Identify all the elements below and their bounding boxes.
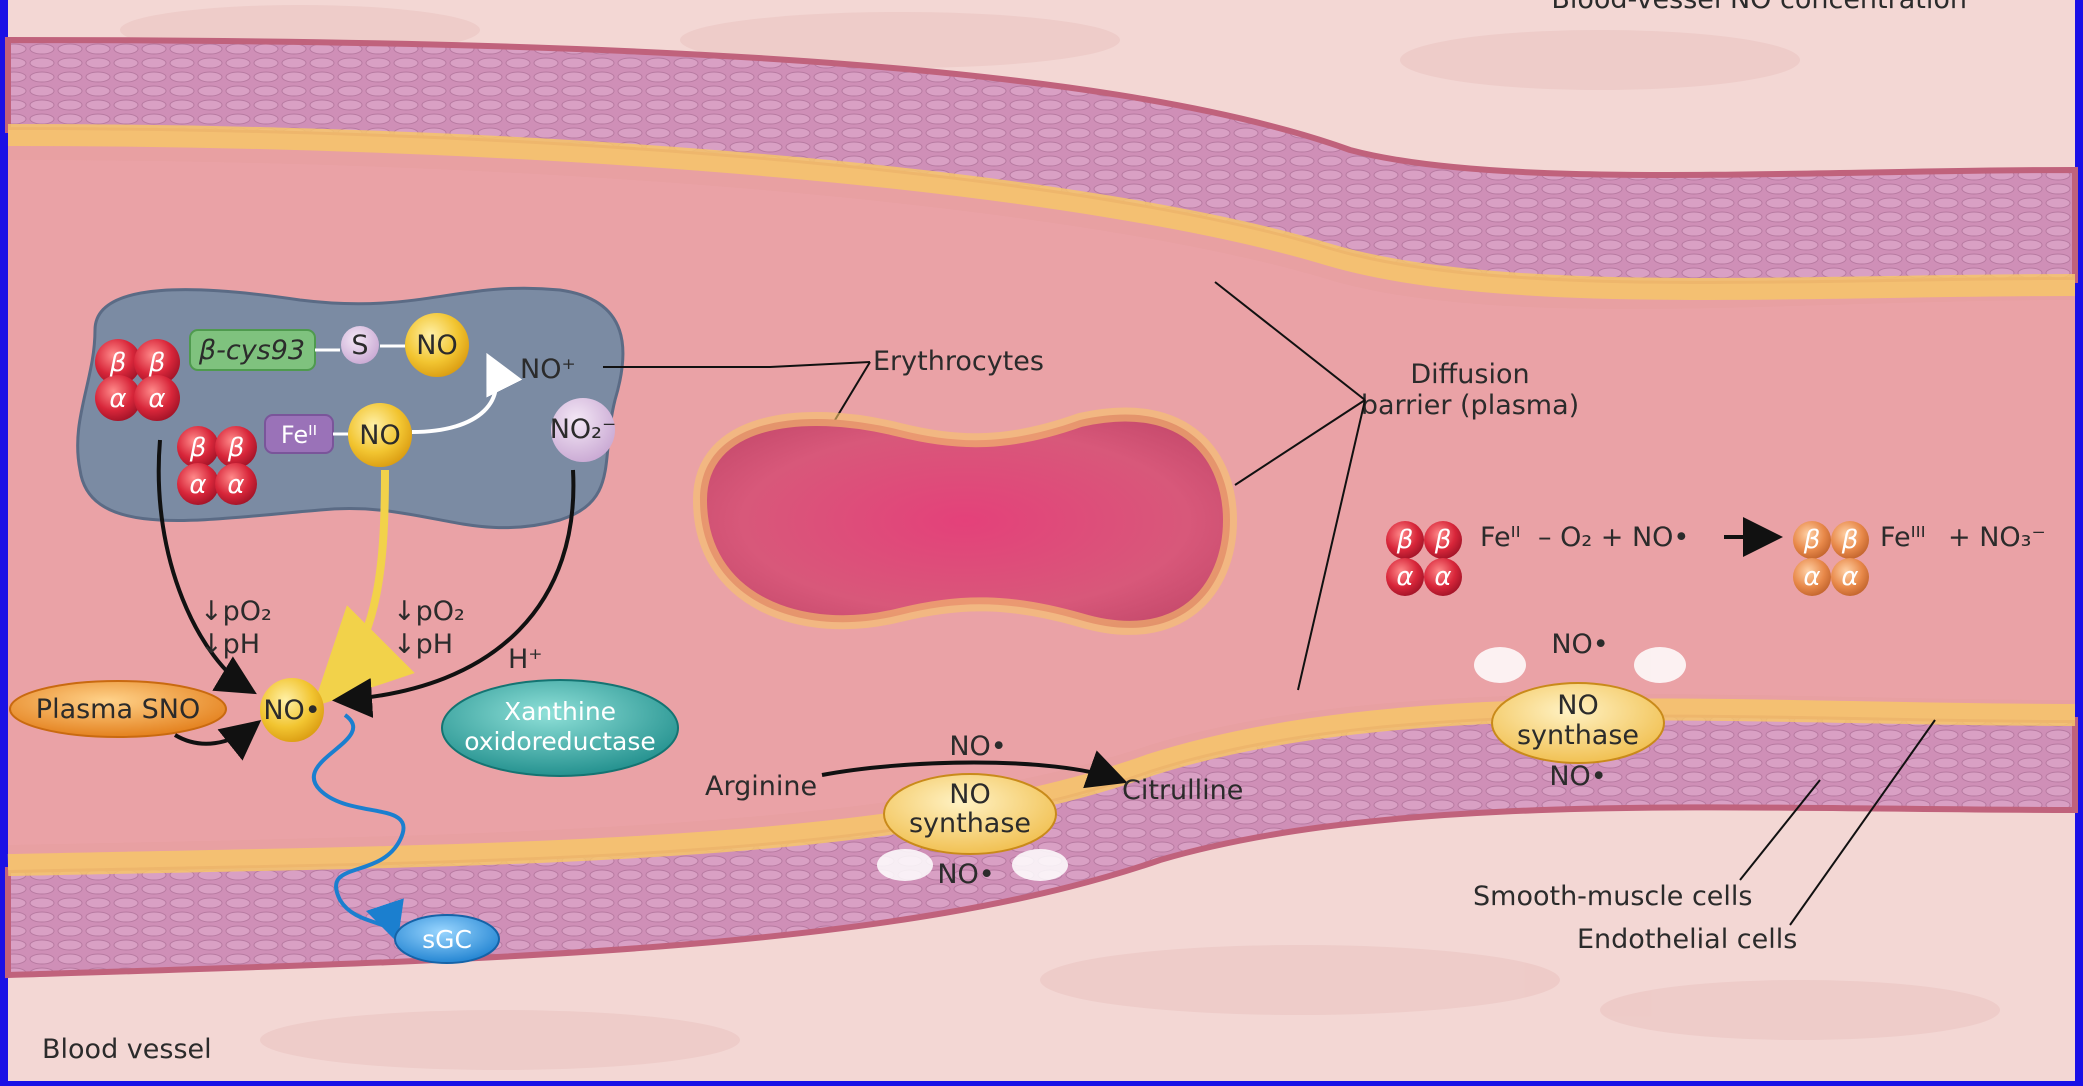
svg-text:NO: NO	[416, 330, 457, 361]
svg-text:β: β	[1841, 525, 1859, 555]
beta-cys93-label: β-cys93	[198, 335, 305, 366]
erythrocyte	[700, 415, 1230, 628]
diffusion-label-line2: barrier (plasma)	[1361, 390, 1579, 421]
svg-text:β: β	[1434, 525, 1452, 555]
svg-text:Plasma SNO: Plasma SNO	[36, 694, 200, 725]
nos-right-no-bottom: NO•	[1549, 761, 1606, 792]
svg-text:α: α	[189, 470, 206, 500]
ph-label-left: ↓pH	[200, 629, 260, 660]
smooth-muscle-label: Smooth-muscle cells	[1473, 881, 1752, 912]
citrulline-label: Citrulline	[1122, 775, 1243, 806]
svg-text:sGC: sGC	[422, 925, 472, 954]
svg-text:α: α	[109, 384, 126, 414]
blood-vessel-label: Blood vessel	[42, 1034, 212, 1065]
svg-text:β: β	[227, 433, 245, 463]
svg-text:β: β	[148, 348, 166, 378]
endothelial-label: Endothelial cells	[1577, 924, 1797, 955]
nos-bottom-no-top: NO•	[949, 731, 1006, 762]
svg-text:α: α	[227, 470, 244, 500]
header-title: Blood-vessel NO concentration	[1551, 0, 1967, 15]
product-fe3: Feᴵᴵᴵ	[1880, 522, 1926, 553]
svg-text:NO: NO	[1557, 690, 1598, 721]
nos-right-no-release: NO•	[1551, 629, 1608, 660]
svg-text:α: α	[1396, 562, 1413, 592]
diffusion-label-line1: Diffusion	[1410, 359, 1529, 390]
svg-text:β: β	[109, 348, 127, 378]
svg-text:α: α	[1803, 562, 1820, 592]
svg-text:synthase: synthase	[1517, 720, 1639, 751]
svg-text:NO•: NO•	[263, 695, 320, 726]
svg-text:Feᴵᴵ: Feᴵᴵ	[281, 421, 317, 449]
svg-text:α: α	[1434, 562, 1451, 592]
svg-text:α: α	[148, 384, 165, 414]
reaction-middle: – O₂ + NO•	[1538, 522, 1689, 553]
po2-label-right: ↓pO₂	[393, 596, 465, 627]
svg-text:S: S	[351, 330, 368, 361]
svg-text:β: β	[1803, 525, 1821, 555]
svg-text:β: β	[1396, 525, 1414, 555]
svg-text:synthase: synthase	[909, 808, 1031, 839]
svg-text:oxidoreductase: oxidoreductase	[464, 727, 656, 756]
ph-label-right: ↓pH	[393, 629, 453, 660]
no-plus-label: NO⁺	[520, 354, 576, 385]
reactant-fe2: Feᴵᴵ	[1480, 522, 1521, 553]
svg-text:α: α	[1841, 562, 1858, 592]
arginine-label: Arginine	[705, 771, 817, 802]
h-plus-label: H⁺	[508, 644, 543, 675]
svg-text:Xanthine: Xanthine	[504, 697, 616, 726]
svg-text:NO: NO	[359, 420, 400, 451]
erythrocytes-label: Erythrocytes	[873, 346, 1044, 377]
po2-label-left: ↓pO₂	[200, 596, 272, 627]
svg-text:β: β	[189, 433, 207, 463]
product-nitrate: + NO₃⁻	[1948, 522, 2046, 553]
svg-text:NO: NO	[949, 779, 990, 810]
svg-text:NO₂⁻: NO₂⁻	[550, 414, 617, 445]
nos-bottom-no-release: NO•	[937, 859, 994, 890]
